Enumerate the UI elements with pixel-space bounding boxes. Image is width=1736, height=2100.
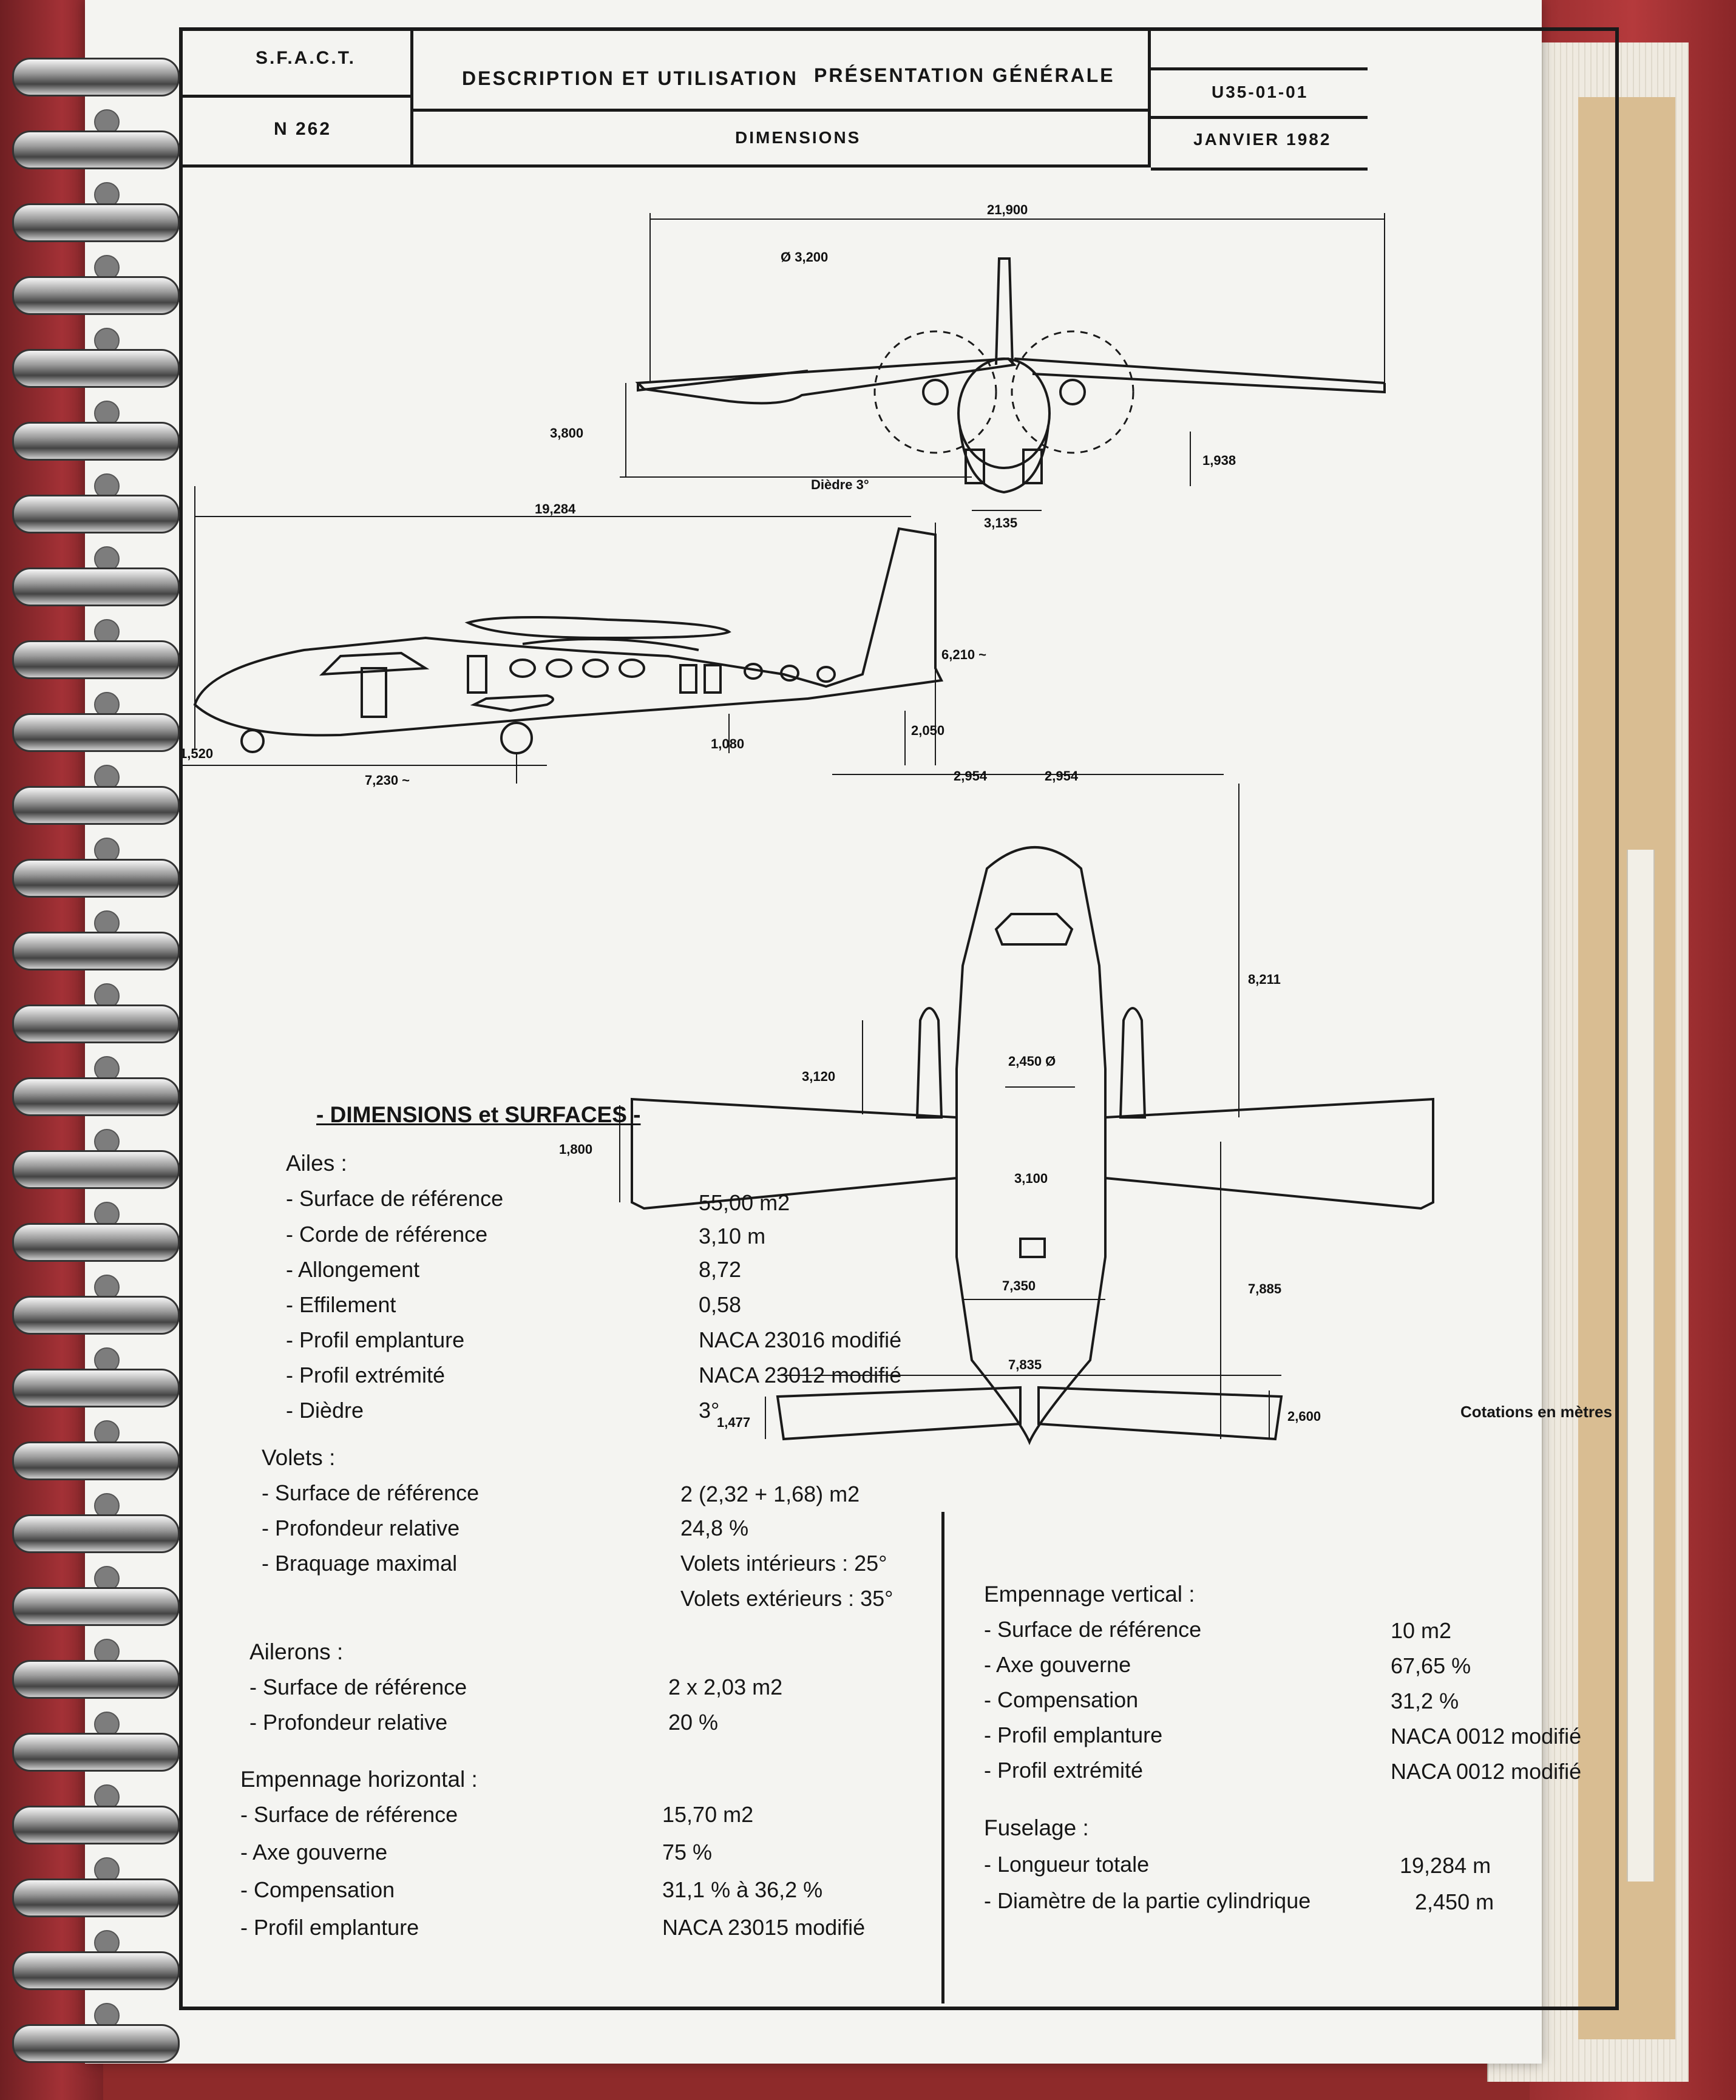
dim-half-b: 2,954 [1045, 768, 1079, 784]
empennage-h-key: - Compensation [240, 1877, 395, 1902]
empennage-h-heading: Empennage horizontal : [240, 1767, 478, 1792]
ailes-key: - Surface de référence [286, 1186, 504, 1211]
empennage-h-key: - Profil emplanture [240, 1915, 419, 1940]
empennage-v-key: - Surface de référence [984, 1617, 1202, 1642]
dim-span: 21,900 [987, 202, 1028, 217]
index-tab [1627, 850, 1655, 1882]
header-right-cell: U35-01-01 JANVIER 1982 [1151, 67, 1368, 171]
dim-chord: 1,800 [559, 1142, 592, 1157]
fuselage-val: 19,284 m [1400, 1853, 1491, 1878]
empennage-v-key: - Profil extrémité [984, 1758, 1144, 1783]
dim-ground: 1,080 [711, 736, 744, 751]
dim-tail-span: 7,835 [1008, 1357, 1042, 1372]
ailerons-val: 20 % [668, 1710, 719, 1735]
ailes-val: 3° [699, 1398, 720, 1423]
units-note-text: Cotations en mètres [1460, 1403, 1612, 1421]
ailerons-key: - Surface de référence [249, 1675, 467, 1699]
doc-ref: U35-01-01 [1212, 83, 1309, 101]
empennage-v-key: - Axe gouverne [984, 1652, 1131, 1677]
ailerons-val: 2 x 2,03 m2 [668, 1675, 783, 1699]
aircraft-three-view-drawing: 21,900 Ø 3,200 3,800 Dièdre 3° 1,938 3,1… [183, 202, 1434, 1446]
empennage-v-val: NACA 0012 modifié [1391, 1724, 1582, 1749]
ailes-key: - Dièdre [286, 1398, 364, 1423]
empennage-h-key: - Axe gouverne [240, 1840, 388, 1865]
empennage-v-key: - Profil emplanture [984, 1722, 1163, 1747]
fuselage-key: - Diamètre de la partie cylindrique [984, 1888, 1311, 1913]
empennage-h-key: - Surface de référence [240, 1802, 458, 1827]
dim-half-a: 2,954 [954, 768, 988, 784]
dim-prop-diameter: Ø 3,200 [781, 249, 828, 265]
specs-title: - DIMENSIONS et SURFACES - [316, 1102, 641, 1127]
doc-date: JANVIER 1982 [1193, 130, 1332, 149]
page-frame: S.F.A.C.T. N 262 DESCRIPTION ET UTILISAT… [179, 27, 1619, 2010]
empennage-v-key: - Compensation [984, 1687, 1139, 1712]
ailes-val: 3,10 m [699, 1224, 766, 1248]
dim-track: 3,135 [984, 515, 1017, 530]
volets-key: - Braquage maximal [262, 1551, 458, 1576]
ailes-key: - Profil emplanture [286, 1327, 465, 1352]
side-view [183, 486, 944, 784]
section-label: DESCRIPTION ET UTILISATION [462, 67, 798, 89]
volets-key: - Surface de référence [262, 1480, 480, 1505]
volets-val: 24,8 % [680, 1516, 749, 1540]
volets-val: Volets intérieurs : 25° [680, 1551, 887, 1576]
fuselage-val: 2,450 m [1415, 1889, 1494, 1914]
ailes-val: 8,72 [699, 1257, 742, 1282]
dim-gear-height: 1,938 [1202, 453, 1236, 468]
ailes-val: NACA 23016 modifié [699, 1327, 902, 1352]
empennage-v-heading: Empennage vertical : [984, 1582, 1195, 1607]
ailerons-key: - Profondeur relative [249, 1710, 448, 1735]
dim-wheelbase: 7,230 ~ [365, 773, 410, 788]
dim-engine-offset: 3,120 [802, 1069, 835, 1084]
ailes-val: NACA 23012 modifié [699, 1363, 902, 1387]
ailes-val: 55,00 m2 [699, 1190, 790, 1215]
dim-tail-chord: 1,477 [717, 1415, 750, 1430]
ailes-key: - Allongement [286, 1257, 420, 1282]
dim-length: 19,284 [535, 501, 576, 517]
volets-val: 2 (2,32 + 1,68) m2 [680, 1482, 860, 1506]
model-label: N 262 [274, 119, 332, 139]
ailes-val: 0,58 [699, 1292, 742, 1317]
document-page: S.F.A.C.T. N 262 DESCRIPTION ET UTILISAT… [85, 0, 1619, 2064]
top-view [619, 774, 1434, 1446]
empennage-h-val: 75 % [662, 1840, 713, 1865]
volets-key: - Profondeur relative [262, 1516, 460, 1540]
fuselage-heading: Fuselage : [984, 1815, 1089, 1840]
empennage-v-val: 31,2 % [1391, 1688, 1459, 1713]
ailes-key: - Corde de référence [286, 1222, 488, 1247]
column-divider [941, 1512, 944, 2003]
ailes-key: - Profil extrémité [286, 1363, 446, 1387]
header-left-cell: S.F.A.C.T. N 262 [183, 31, 413, 168]
dim-dihedral: Dièdre 3° [811, 477, 869, 492]
ailerons-heading: Ailerons : [249, 1639, 344, 1664]
empennage-v-val: NACA 0012 modifié [1391, 1759, 1582, 1784]
fuselage-key: - Longueur totale [984, 1852, 1150, 1877]
front-view [620, 213, 1386, 511]
empennage-v-val: 10 m2 [1391, 1618, 1452, 1643]
subsection-label: DIMENSIONS [735, 128, 861, 147]
ailes-key: - Effilement [286, 1292, 396, 1317]
dim-nose-wing: 8,211 [1248, 972, 1281, 987]
dim-flap-span: 7,350 [1002, 1278, 1036, 1293]
dim-fuselage-width: 2,450 Ø [1008, 1054, 1056, 1069]
header-middle-cell: DESCRIPTION ET UTILISATION PRÉSENTATION … [413, 31, 1151, 168]
empennage-h-val: NACA 23015 modifié [662, 1915, 866, 1940]
dim-inner-span: 3,100 [1014, 1171, 1048, 1186]
empennage-v-val: 67,65 % [1391, 1653, 1471, 1678]
dim-nose-gear: 1,520 [183, 746, 213, 761]
dim-height: 6,210 ~ [941, 647, 986, 662]
volets-heading: Volets : [262, 1445, 336, 1470]
empennage-h-val: 31,1 % à 36,2 % [662, 1877, 823, 1902]
empennage-h-val: 15,70 m2 [662, 1802, 754, 1827]
dim-tail-length: 2,600 [1287, 1409, 1321, 1424]
dim-front-height: 3,800 [550, 425, 583, 441]
dim-tail-height: 2,050 [911, 723, 944, 738]
org-label: S.F.A.C.T. [256, 48, 356, 68]
dim-wing-tail: 7,885 [1248, 1281, 1281, 1296]
volets-extra: Volets extérieurs : 35° [680, 1586, 893, 1611]
subject-label: PRÉSENTATION GÉNÉRALE [814, 64, 1115, 86]
ailes-heading: Ailes : [286, 1151, 347, 1176]
